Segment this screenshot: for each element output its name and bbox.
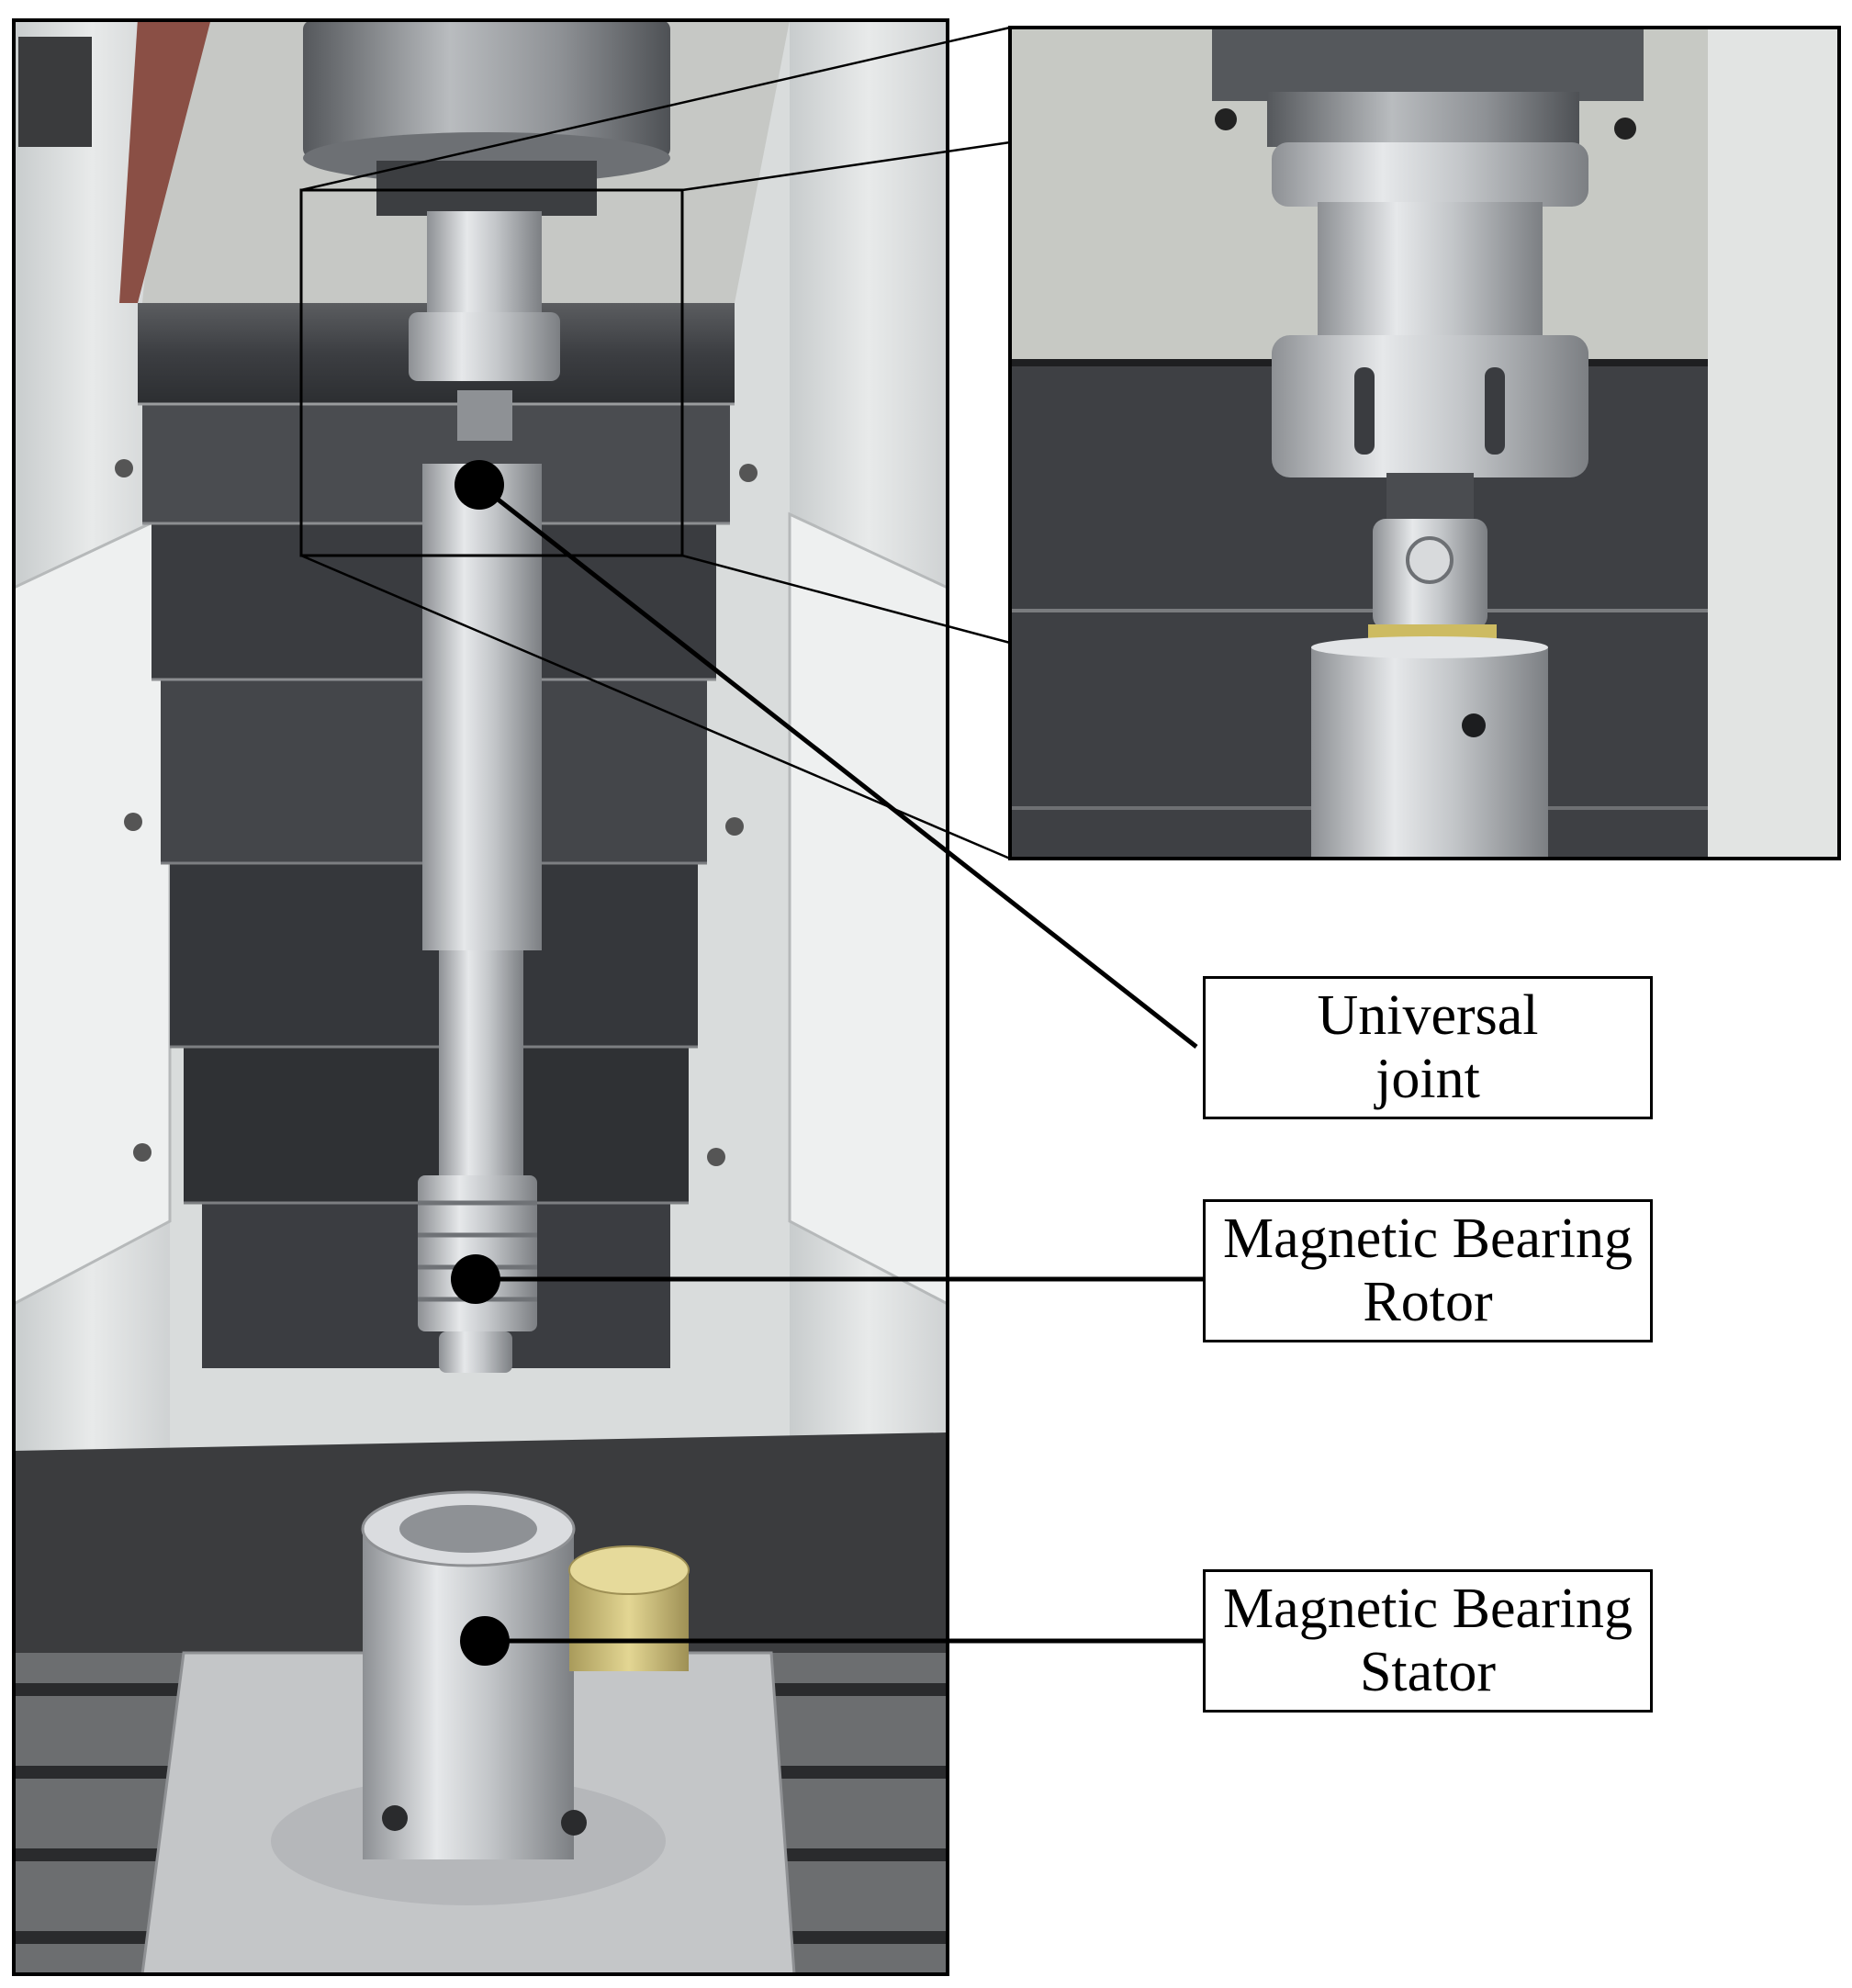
- zoom-connector-line: [300, 26, 1011, 192]
- zoom-region-box: [299, 188, 684, 557]
- label-magnetic-bearing-stator: Magnetic Bearing Stator: [1203, 1569, 1653, 1713]
- zoom-photo-frame: [1008, 26, 1841, 860]
- universal-joint-closeup-photo: [1010, 28, 1839, 859]
- marker-bearing-stator: [460, 1616, 510, 1666]
- marker-bearing-rotor: [451, 1254, 500, 1304]
- cnc-machine-photo: [14, 20, 948, 1974]
- marker-universal-joint: [455, 460, 504, 510]
- main-photo-frame: [12, 18, 949, 1976]
- label-magnetic-bearing-rotor: Magnetic Bearing Rotor: [1203, 1199, 1653, 1342]
- label-universal-joint: Universal joint: [1203, 976, 1653, 1119]
- zoom-connector-line: [681, 140, 1011, 192]
- leader-line-universal-joint: [477, 483, 1198, 1049]
- zoom-connector-line: [681, 554, 1011, 645]
